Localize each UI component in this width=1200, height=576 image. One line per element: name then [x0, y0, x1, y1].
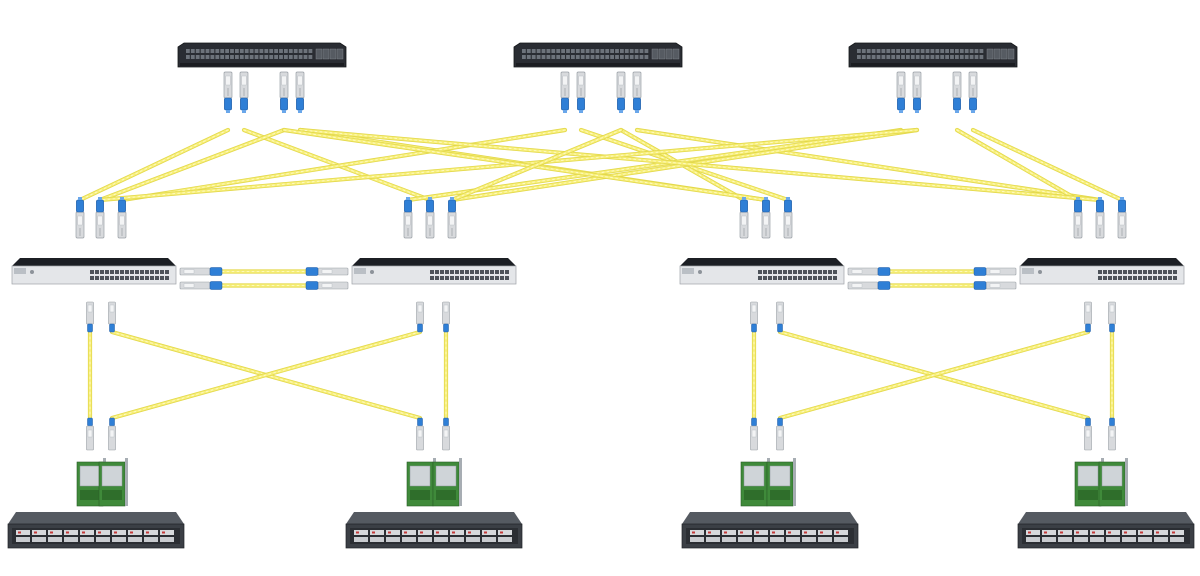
server-icon: [7, 512, 185, 549]
transceiver-icon: [442, 301, 450, 333]
fiber-cable-icon: [405, 127, 904, 203]
transceiver-icon: [305, 281, 349, 290]
fiber-cable-icon: [97, 127, 920, 203]
nic-card-icon: [740, 458, 770, 507]
transceiver-icon: [442, 417, 450, 451]
transceiver-icon: [279, 71, 289, 113]
fiber-cables: [77, 127, 1125, 421]
transceiver-icon: [750, 301, 758, 333]
transceiver-icon: [239, 71, 249, 113]
transceiver-icon: [776, 301, 784, 333]
fiber-cable-icon: [77, 127, 231, 203]
fiber-cable-icon: [281, 127, 769, 203]
transceiver-icon: [576, 71, 586, 113]
transceiver-icon: [1084, 301, 1092, 333]
nic-card-icon: [98, 458, 128, 507]
transceiver-icon: [632, 71, 642, 113]
fiber-cable-icon: [97, 127, 287, 203]
fiber-cable-icon: [634, 127, 1103, 203]
transceiver-icon: [973, 281, 1017, 290]
nic-card-icon: [432, 458, 462, 507]
transceiver-icon: [973, 267, 1017, 276]
transceiver-icon: [403, 197, 413, 239]
transceiver-icon: [912, 71, 922, 113]
transceiver-icon: [1108, 417, 1116, 451]
transceiver-icon: [896, 71, 906, 113]
core-switch-icon: [177, 42, 347, 68]
transceiver-icon: [108, 301, 116, 333]
core-switch-icon: [513, 42, 683, 68]
transceiver-icon: [952, 71, 962, 113]
fiber-cable-icon: [449, 127, 624, 203]
transceiver-icon: [295, 71, 305, 113]
distribution-switch-icon: [11, 258, 177, 285]
devices: [7, 42, 1195, 549]
transceiver-icon: [1095, 197, 1105, 239]
fiber-cable-icon: [109, 329, 423, 421]
transceiver-icon: [86, 301, 94, 333]
nic-card-icon: [406, 458, 436, 507]
fiber-cable-icon: [297, 127, 1103, 203]
transceiver-icon: [616, 71, 626, 113]
transceiver-icon: [179, 267, 223, 276]
transceiver-icon: [739, 197, 749, 239]
distribution-switch-icon: [351, 258, 517, 285]
nic-card-icon: [766, 458, 796, 507]
server-icon: [345, 512, 523, 549]
distribution-switch-icon: [679, 258, 845, 285]
fiber-cable-icon: [970, 127, 1125, 203]
server-icon: [1017, 512, 1195, 549]
transceiver-icon: [86, 417, 94, 451]
transceiver-icon: [416, 417, 424, 451]
transceiver-icon: [75, 197, 85, 239]
transceiver-icon: [776, 417, 784, 451]
transceiver-icon: [750, 417, 758, 451]
transceiver-icon: [968, 71, 978, 113]
server-icon: [681, 512, 859, 549]
transceiver-icon: [447, 197, 457, 239]
distribution-switch-icon: [1019, 258, 1185, 285]
transceiver-icon: [223, 71, 233, 113]
transceiver-icon: [305, 267, 349, 276]
transceiver-icon: [179, 281, 223, 290]
transceiver-icon: [1108, 301, 1116, 333]
core-switch-icon: [848, 42, 1018, 68]
transceiver-icon: [1084, 417, 1092, 451]
transceiver-icon: [108, 417, 116, 451]
nic-card-icon: [1098, 458, 1128, 507]
transceiver-icon: [847, 281, 891, 290]
transceiver-icon: [117, 197, 127, 239]
transceiver-icon: [95, 197, 105, 239]
fiber-cable-icon: [119, 127, 568, 203]
transceiver-icon: [416, 301, 424, 333]
transceiver-icon: [425, 197, 435, 239]
transceiver-icon: [783, 197, 793, 239]
transceiver-icon: [847, 267, 891, 276]
transceiver-icon: [1073, 197, 1083, 239]
transceiver-icon: [560, 71, 570, 113]
fiber-cable-icon: [954, 127, 1081, 203]
transceiver-icon: [761, 197, 771, 239]
fiber-cable-icon: [777, 329, 1091, 421]
transceiver-icon: [1117, 197, 1127, 239]
